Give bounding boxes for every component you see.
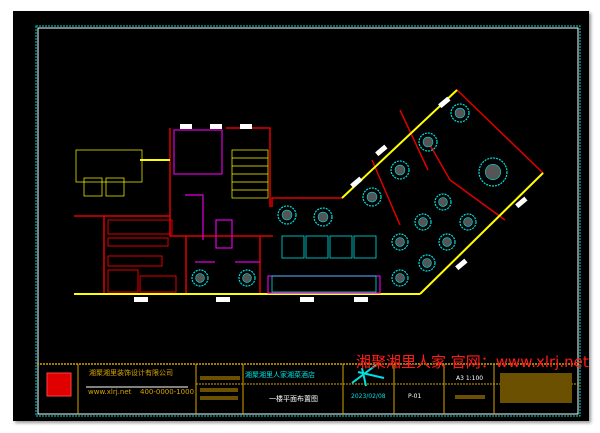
round-table <box>277 205 297 225</box>
table-top <box>422 258 432 268</box>
table-top <box>281 209 293 221</box>
company-name: 湘聚湘里装饰设计有限公司 <box>89 369 173 377</box>
table-top <box>395 237 405 247</box>
round-table <box>459 213 477 231</box>
drawing-title: 一楼平面布置图 <box>269 395 318 403</box>
round-table <box>414 213 432 231</box>
table-top <box>438 197 448 207</box>
table-top <box>195 273 205 283</box>
seal-logo <box>46 372 72 397</box>
drawing-date: 2023/02/08 <box>351 393 386 400</box>
round-table <box>191 269 209 287</box>
table-top <box>442 237 452 247</box>
table-top <box>463 217 473 227</box>
table-top <box>484 164 501 181</box>
cad-drawing-sheet: 湘聚湘里人家 官网：www.xlrj.net 湘聚湘里装饰设计有限公司 www.… <box>13 11 589 421</box>
floor-plan-drawing <box>35 25 581 417</box>
round-table <box>391 233 409 251</box>
round-table <box>418 132 438 152</box>
round-table <box>238 269 256 287</box>
table-top <box>395 273 405 283</box>
round-table <box>391 269 409 287</box>
drawing-scale: A3 1:100 <box>456 375 484 382</box>
table-top <box>366 191 378 203</box>
partitions <box>173 129 381 294</box>
title-block <box>37 363 579 414</box>
project-name: 湘聚湘里人家湘菜酒店 <box>245 371 315 379</box>
round-table <box>362 187 382 207</box>
round-table <box>450 103 470 123</box>
round-table <box>438 233 456 251</box>
watermark-text: 湘聚湘里人家 官网：www.xlrj.net <box>356 353 589 371</box>
outer-frame <box>37 27 579 415</box>
drawing-number: P-01 <box>408 393 422 400</box>
table-top <box>454 107 466 119</box>
round-table <box>418 254 436 272</box>
company-website: www.xlrj.net <box>88 388 132 396</box>
round-table <box>478 157 508 187</box>
drawing-border <box>35 25 581 417</box>
booths <box>271 235 377 293</box>
kitchen-equipment <box>107 219 177 293</box>
round-table <box>434 193 452 211</box>
table-top <box>418 217 428 227</box>
round-table <box>313 207 333 227</box>
round-tables <box>191 103 508 287</box>
dimension-tags <box>134 96 528 302</box>
windows <box>74 89 544 295</box>
table-top <box>394 164 406 176</box>
round-table <box>390 160 410 180</box>
table-top <box>317 211 329 223</box>
plane-logo <box>351 364 385 387</box>
table-top <box>422 136 434 148</box>
table-top <box>242 273 252 283</box>
company-phone: 400-0000-1000 <box>140 388 195 396</box>
walls <box>74 88 545 295</box>
stair-core <box>75 149 269 199</box>
